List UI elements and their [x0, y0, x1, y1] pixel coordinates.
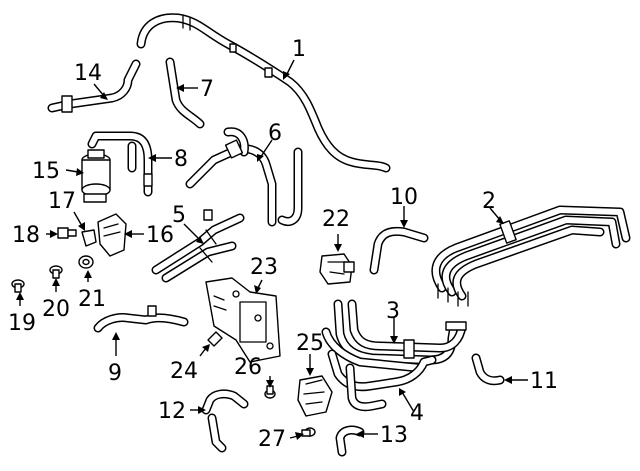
part-16-bracket [97, 213, 127, 257]
callout-25: 25 [296, 331, 324, 356]
callout-16: 16 [146, 223, 174, 248]
part-20-bolt [49, 265, 63, 279]
callout-5: 5 [172, 203, 186, 228]
callout-14: 14 [74, 61, 102, 86]
part-27-bolt [301, 427, 316, 437]
callout-6: 6 [268, 121, 282, 146]
callout-8: 8 [174, 147, 188, 172]
part-7-hose [165, 57, 205, 129]
part-3-pipe-assembly [321, 299, 467, 373]
part-11-hose [471, 353, 505, 386]
part-12-hose [201, 389, 249, 453]
callout-23: 23 [250, 255, 278, 280]
callout-4: 4 [410, 401, 424, 426]
callout-labels: 1 2 3 4 5 6 7 8 9 10 11 12 13 14 15 16 1… [8, 37, 558, 452]
leader-lines [16, 59, 528, 440]
part-17-clip [81, 229, 97, 247]
callout-15: 15 [32, 159, 60, 184]
callout-21: 21 [78, 287, 106, 312]
part-15-pump [81, 149, 111, 203]
part-5-pipe [151, 209, 245, 283]
callout-25-left: 26 [234, 355, 262, 380]
part-4-hose [327, 349, 437, 412]
callout-20: 20 [42, 297, 70, 322]
callout-3: 3 [386, 299, 400, 324]
part-21-nut [78, 255, 94, 269]
part-6-hose [185, 127, 303, 227]
callout-7: 7 [200, 77, 214, 102]
part-1-hose [136, 13, 391, 173]
part-22-valve [319, 253, 355, 285]
part-24-bolt [207, 331, 223, 347]
part-18-bolt [57, 227, 77, 239]
part-23-bracket [205, 277, 281, 363]
callout-24: 24 [170, 359, 198, 384]
part-2-hose-bundle [431, 205, 631, 307]
part-19-bolt [11, 279, 25, 293]
callout-11: 11 [530, 369, 558, 394]
callout-2: 2 [482, 189, 496, 214]
callout-10: 10 [390, 185, 418, 210]
part-25-bracket [297, 375, 333, 417]
callout-19: 19 [8, 311, 36, 336]
callout-1: 1 [292, 37, 306, 62]
callout-17: 17 [48, 189, 76, 214]
part-9-hose [93, 305, 189, 333]
part-13-hose [335, 425, 365, 457]
callout-27: 27 [258, 427, 286, 452]
part-10-hose [369, 226, 429, 275]
part-8-hose [87, 131, 153, 197]
callout-13: 13 [380, 423, 408, 448]
callout-9: 9 [108, 361, 122, 386]
part-14-hose [47, 59, 141, 113]
callout-18: 18 [12, 223, 40, 248]
callout-22: 22 [322, 207, 350, 232]
callout-12: 12 [158, 399, 186, 424]
